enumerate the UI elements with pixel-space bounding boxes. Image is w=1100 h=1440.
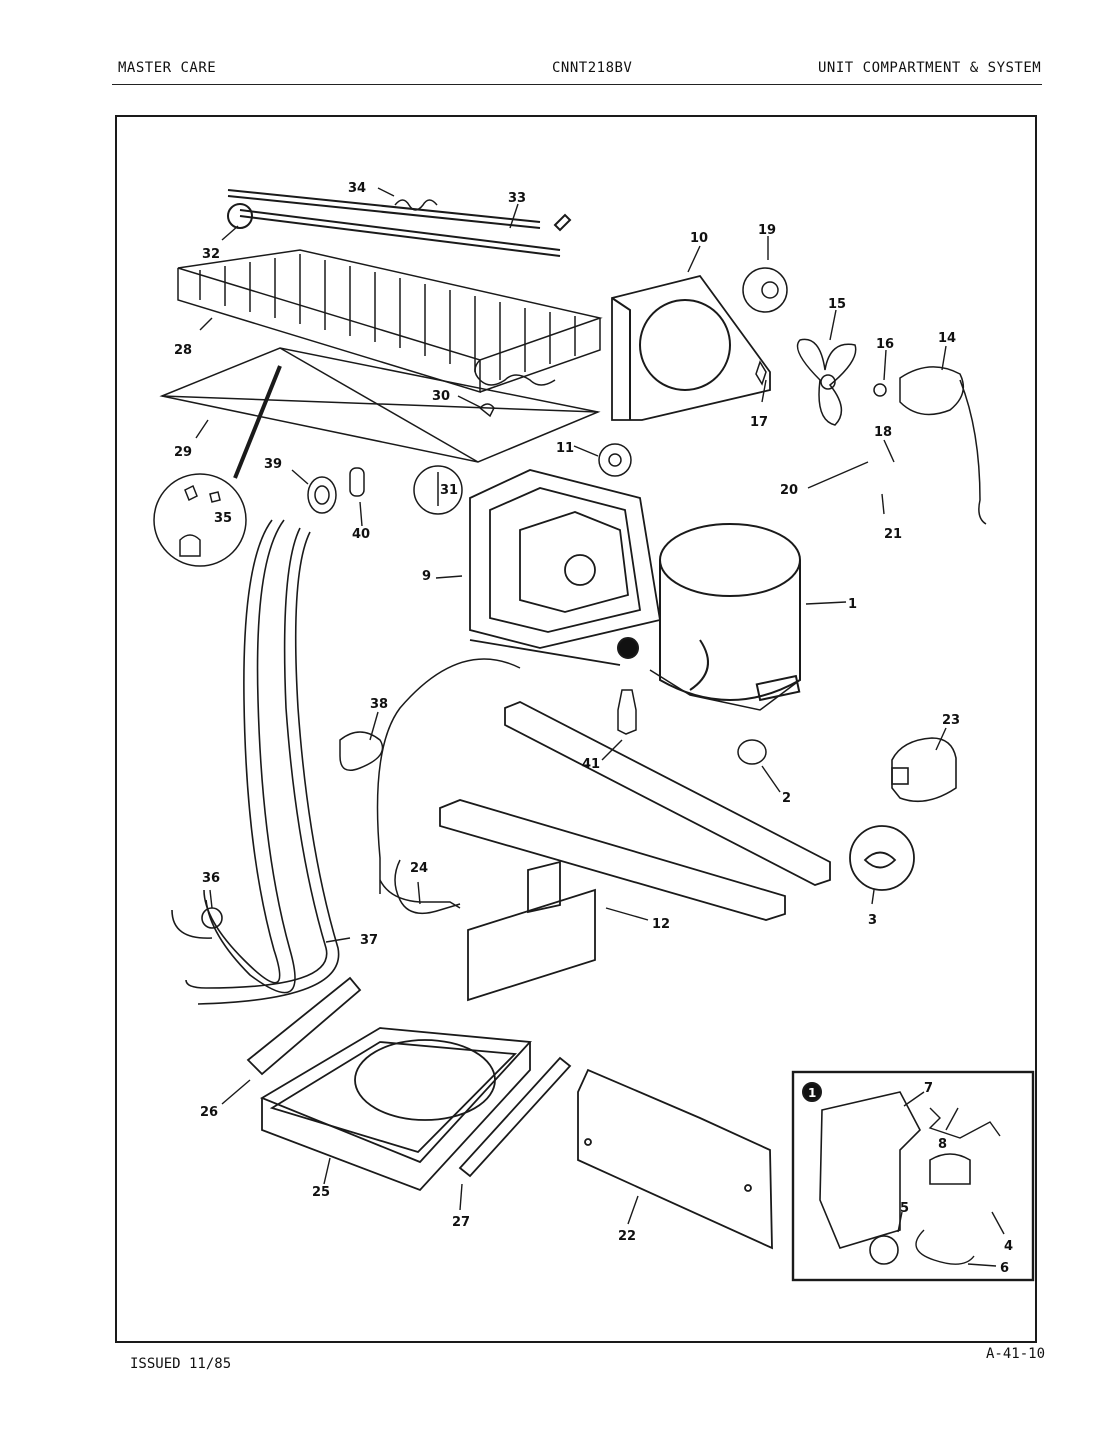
footer-code: A-41-10 [986, 1346, 1046, 1362]
tubing-clip [339, 658, 521, 909]
footer-issued: ISSUED 11/85 [130, 1356, 232, 1372]
callout-7: 7 [924, 1081, 933, 1096]
callout-14: 14 [938, 331, 956, 346]
fan-motor-parts [742, 267, 987, 525]
callout-4: 4 [1004, 1239, 1013, 1254]
callout-32: 32 [202, 247, 220, 262]
callout-26: 26 [200, 1105, 218, 1120]
callout-6: 6 [1000, 1261, 1009, 1276]
diagram-frame [115, 115, 1037, 1343]
callout-3: 3 [868, 913, 877, 928]
callout-21: 21 [884, 527, 902, 542]
callout-28: 28 [174, 343, 192, 358]
callout-37: 37 [360, 933, 378, 948]
inset-box [791, 1070, 1035, 1282]
callout-27: 27 [452, 1215, 470, 1230]
callout-2: 2 [782, 791, 791, 806]
base-rails [439, 701, 915, 1002]
callout-30: 30 [432, 389, 450, 404]
callout-9: 9 [422, 569, 431, 584]
condenser-rods [227, 189, 572, 257]
callout-36: 36 [202, 871, 220, 886]
inset-35 [153, 365, 282, 567]
callout-17: 17 [750, 415, 768, 430]
callout-5: 5 [900, 1201, 909, 1216]
callout-16: 16 [876, 337, 894, 352]
header-rule [112, 84, 1042, 85]
callout-38: 38 [370, 697, 388, 712]
header-center: CNNT218BV [552, 60, 633, 76]
callout-34: 34 [348, 181, 366, 196]
inset-marker: 1 [808, 1086, 816, 1100]
part-23 [891, 737, 957, 803]
callout-19: 19 [758, 223, 776, 238]
callout-33: 33 [508, 191, 526, 206]
callout-20: 20 [780, 483, 798, 498]
leader-lines [195, 187, 1005, 1267]
callout-39: 39 [264, 457, 282, 472]
evaporator-housing [469, 469, 662, 666]
fan-bracket [611, 274, 771, 421]
power-cord [394, 859, 461, 915]
drain-tube [171, 519, 340, 1005]
callout-40: 40 [352, 527, 370, 542]
callout-23: 23 [942, 713, 960, 728]
callout-15: 15 [828, 297, 846, 312]
callout-24: 24 [410, 861, 428, 876]
compressor [617, 523, 801, 711]
callout-22: 22 [618, 1229, 636, 1244]
callout-31: 31 [440, 483, 458, 498]
toe-plate [577, 1068, 773, 1250]
callout-10: 10 [690, 231, 708, 246]
callout-18: 18 [874, 425, 892, 440]
callout-41: 41 [582, 757, 600, 772]
callouts: 34 33 32 28 10 19 15 16 14 17 30 29 11 1… [174, 181, 1013, 1276]
header-right: UNIT COMPARTMENT & SYSTEM [818, 60, 1042, 76]
condenser-coil [177, 249, 603, 394]
callout-29: 29 [174, 445, 192, 460]
drier-grommet [617, 689, 767, 765]
small-parts [307, 443, 632, 515]
callout-1: 1 [848, 597, 857, 612]
callout-35: 35 [214, 511, 232, 526]
drain-pan [246, 976, 572, 1192]
callout-8: 8 [938, 1137, 947, 1152]
callout-12: 12 [652, 917, 670, 932]
header-left: MASTER CARE [118, 60, 217, 76]
callout-25: 25 [312, 1185, 330, 1200]
callout-11: 11 [556, 441, 574, 456]
condenser-shroud [159, 347, 601, 463]
